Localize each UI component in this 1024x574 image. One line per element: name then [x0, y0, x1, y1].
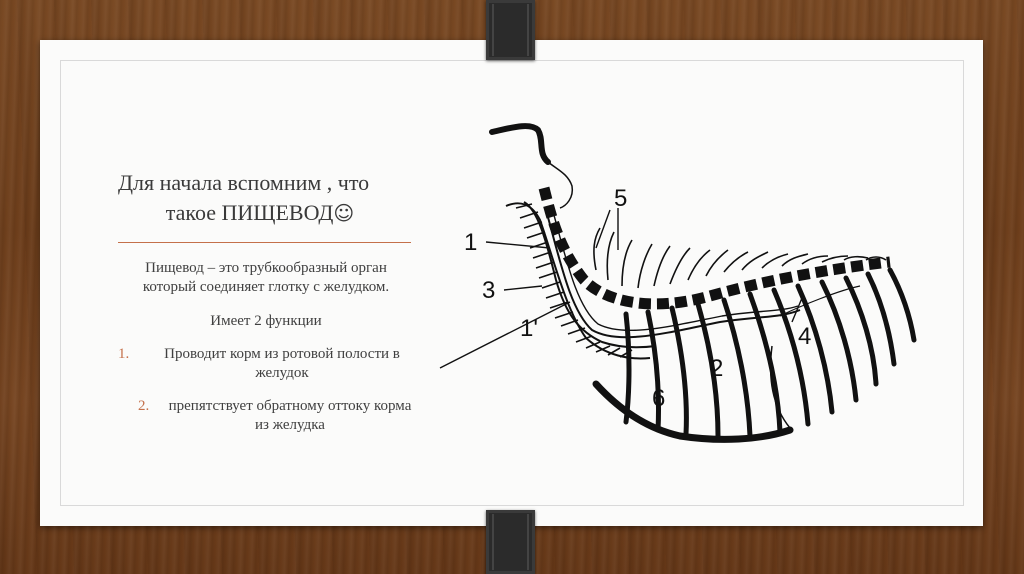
list-item: 2. препятствует обратному оттоку корма и…: [118, 397, 418, 435]
smiley-icon: ☺: [333, 201, 355, 225]
list-item: 1. Проводит корм из ротовой полости в же…: [118, 345, 418, 383]
slide-inner-frame: [60, 60, 964, 506]
esophagus-anatomy-diagram: 1 3 1' 5 2 4 6: [439, 123, 917, 443]
list-text: Проводит корм из ротовой полости в желуд…: [164, 346, 400, 381]
diagram-label: 1': [520, 315, 538, 342]
diagram-label: 2: [710, 355, 723, 382]
binder-clip-bottom: [486, 510, 535, 574]
trachea-illustration: [505, 201, 657, 360]
title-line-2: такое ПИЩЕВОД☺: [100, 198, 420, 228]
list-number: 1.: [118, 346, 130, 362]
diagram-label: 6: [652, 385, 665, 412]
diagram-label: 1: [464, 229, 477, 256]
binder-clip-top: [486, 0, 535, 60]
title-divider: [118, 242, 411, 243]
diagram-label: 4: [798, 323, 811, 350]
list-text: препятствует обратному оттоку корма из ж…: [168, 398, 412, 433]
diagram-label: 5: [614, 185, 627, 212]
slide-card: [40, 40, 983, 526]
slide-title: Для начала вспомним , что такое ПИЩЕВОД☺: [100, 168, 420, 228]
title-line-1: Для начала вспомним , что: [118, 170, 370, 195]
title-line-2-text: такое ПИЩЕВОД: [165, 200, 334, 225]
definition-text: Пищевод – это трубкообразный орган котор…: [142, 260, 390, 295]
list-number: 2.: [138, 398, 150, 414]
functions-intro: Имеет 2 функции: [210, 313, 322, 329]
diagram-label: 3: [482, 277, 495, 304]
